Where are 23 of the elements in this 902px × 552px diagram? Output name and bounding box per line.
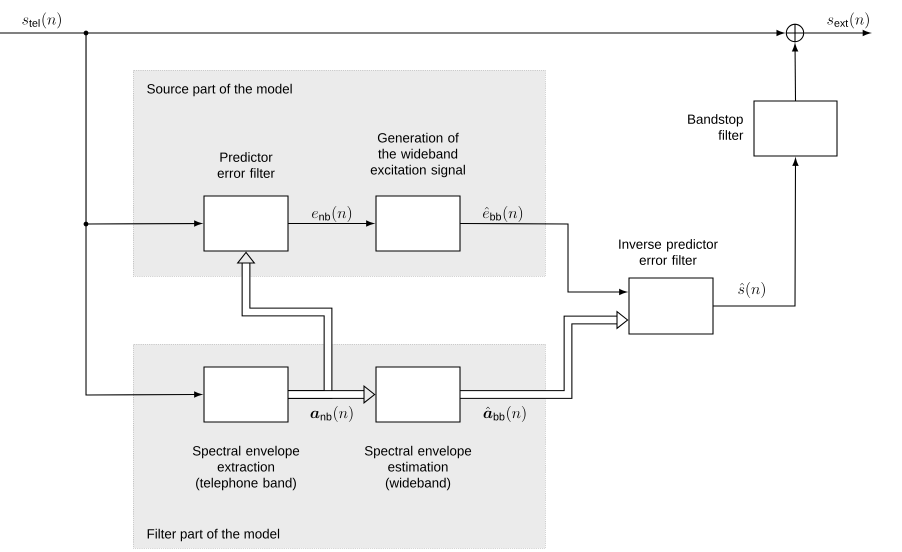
signal-label: $e_{\mathrm{nb}}(n)$	[312, 206, 352, 222]
block-label: Bandstop filter	[688, 114, 744, 140]
signal-label: $s_{\mathrm{ext}}(n)$	[827, 12, 869, 28]
signal-label: $\hat{\boldsymbol{a}}_{\mathrm{bb}}(n)$	[484, 406, 526, 422]
arrow	[792, 44, 798, 100]
arrow	[460, 222, 627, 295]
arrow	[288, 220, 374, 226]
signal-label: $s_{\mathrm{tel}}(n)$	[22, 12, 61, 28]
signal-label: $\boldsymbol{a}_{\mathrm{nb}}(n)$	[310, 406, 353, 422]
adder-circle	[785, 23, 805, 43]
block-label: Inverse predictor error filter	[619, 239, 718, 265]
arrow	[714, 158, 798, 307]
block-label: Filter part of the model	[148, 528, 280, 542]
signal-label: $\hat{s}(n)$	[738, 282, 765, 298]
block-label: Predictor error filter	[218, 152, 275, 178]
block-label: Generation of the wideband excitation signal	[370, 132, 465, 178]
arrow	[0, 32, 202, 398]
arrow	[804, 30, 870, 36]
arrow	[460, 310, 628, 399]
block-label: Spectral envelope extraction (telephone band)	[192, 446, 300, 490]
block-label: Source part of the model	[147, 84, 292, 96]
block-label: Spectral envelope estimation (wideband)	[364, 446, 472, 490]
signal-label: $\hat{e}_{\mathrm{bb}}(n)$	[483, 206, 522, 222]
